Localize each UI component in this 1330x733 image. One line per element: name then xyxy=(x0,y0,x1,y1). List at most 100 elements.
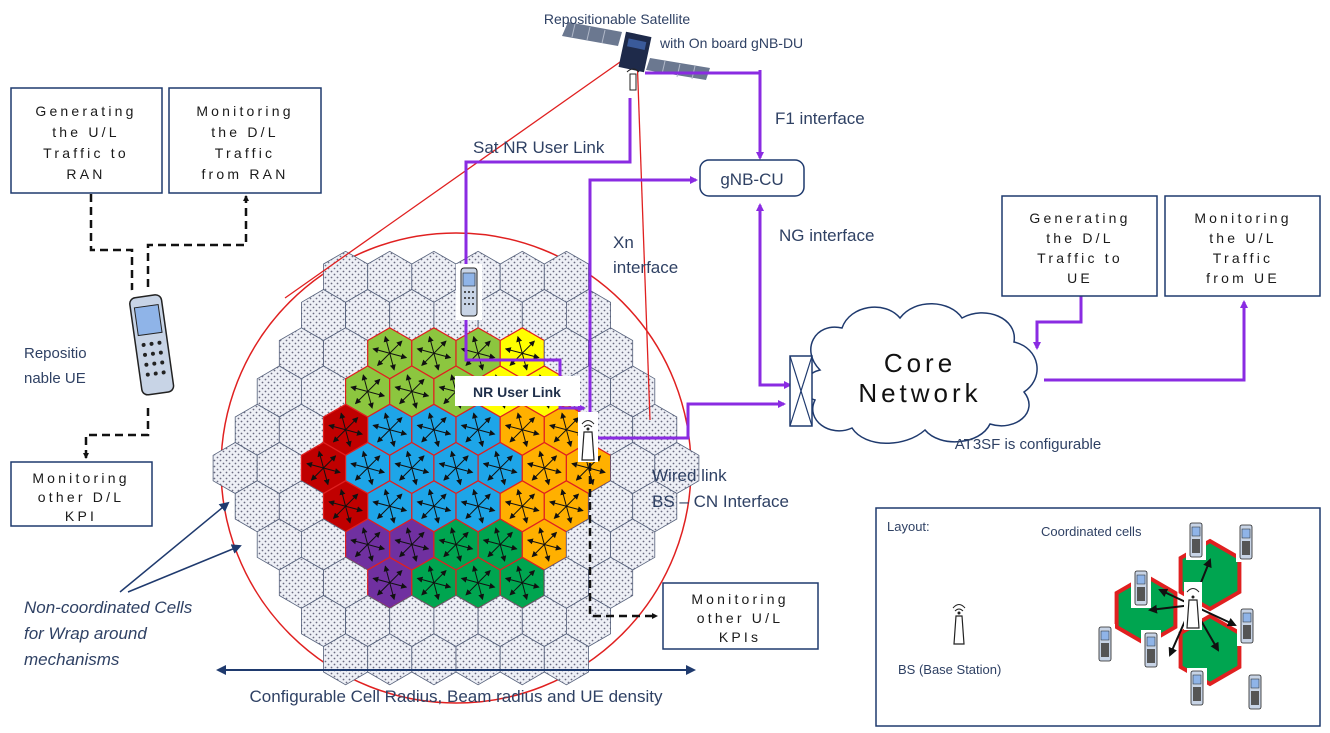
beam-arrow xyxy=(345,505,363,513)
beam-arrow xyxy=(477,582,496,589)
beam-arrow xyxy=(560,412,567,430)
beam-arrow xyxy=(394,461,412,469)
legend-phone-icon-6 xyxy=(1187,668,1207,708)
beam-arrow xyxy=(354,467,369,481)
box-text-mon-other-ul-0: Monitoring xyxy=(691,591,788,607)
beam-arrow xyxy=(477,416,491,431)
box-text-mon-other-dl-0: Monitoring xyxy=(32,470,129,486)
beam-arrow xyxy=(372,500,390,507)
beam-arrow xyxy=(509,505,523,520)
beam-arrow xyxy=(516,412,523,430)
beam-arrow xyxy=(504,347,523,354)
beam-arrow xyxy=(433,505,452,513)
beam-arrow xyxy=(376,352,391,367)
beam-arrow xyxy=(472,565,479,583)
gnb-cu-box xyxy=(699,159,805,197)
beam-arrow xyxy=(482,538,501,545)
beam-arrow xyxy=(372,423,390,431)
beam-arrow xyxy=(531,467,545,481)
satellite-subtitle: with On board gNB-DU xyxy=(659,35,803,51)
beam-arrow xyxy=(361,374,369,392)
beam-arrow xyxy=(367,544,386,551)
beam-arrow xyxy=(521,340,536,354)
box-text-mon-dl-0: Monitoring xyxy=(196,103,293,119)
core-network-cloud xyxy=(802,303,1038,444)
bottom-caption: Configurable Cell Radius, Beam radius an… xyxy=(250,687,663,706)
non-coordinated-line-2: for Wrap around xyxy=(24,624,147,643)
sat-nr-user-link xyxy=(464,98,632,265)
beam-arrow xyxy=(526,538,545,545)
beam-arrow xyxy=(472,412,479,430)
ue-label-2: nable UE xyxy=(24,370,86,387)
beam-arrow xyxy=(455,544,463,562)
beam-arrow xyxy=(394,538,412,545)
beam-arrow xyxy=(367,531,381,545)
beam-arrow xyxy=(411,544,418,562)
box-text-mon-other-dl-1: other D/L xyxy=(38,489,124,505)
beam-arrow xyxy=(427,335,435,354)
legend-phone-icon-1 xyxy=(1236,522,1256,562)
generating-ul-traffic-box xyxy=(10,87,163,194)
beam-arrow xyxy=(500,544,518,551)
beam-arrow xyxy=(416,576,435,584)
beam-arrow xyxy=(389,340,403,354)
beam-arrow xyxy=(522,429,540,436)
beam-arrow xyxy=(477,429,485,448)
beam-arrow xyxy=(399,391,413,405)
beam-arrow xyxy=(449,450,457,469)
non-coord-arrow-1 xyxy=(119,501,230,593)
nr-user-link-label: NR User Link xyxy=(473,384,561,400)
legend-layout-label: Layout: xyxy=(887,519,930,534)
beam-arrow xyxy=(504,500,523,507)
beam-arrow xyxy=(361,450,369,469)
beam-arrow xyxy=(416,423,435,431)
box-text-gen-ul-1: the U/L xyxy=(52,124,120,140)
box-text-gen-ul-3: RAN xyxy=(66,166,105,182)
beam-arrow xyxy=(477,506,485,524)
beam-arrow xyxy=(433,353,440,371)
non-coordinated-line-3: mechanisms xyxy=(24,650,120,669)
beam-arrow xyxy=(571,461,589,469)
beam-arrow xyxy=(465,429,479,443)
beam-arrow xyxy=(521,582,529,601)
beam-arrow xyxy=(460,500,479,507)
xn-label-1: Xn xyxy=(613,233,634,252)
beam-arrow xyxy=(323,467,330,486)
beam-arrow xyxy=(350,538,368,545)
beam-arrow xyxy=(544,467,562,475)
beam-arrow xyxy=(472,488,479,507)
beam-arrow xyxy=(427,565,435,583)
box-text-gen-dl-0: Generating xyxy=(1029,210,1130,226)
beam-arrow xyxy=(477,569,491,584)
beam-arrow xyxy=(421,352,435,367)
beam-arrow xyxy=(566,505,584,513)
beam-arrow xyxy=(405,527,413,545)
beam-arrow xyxy=(477,429,496,436)
box-text-mon-ul-3: from UE xyxy=(1206,270,1280,286)
beam-arrow xyxy=(521,493,536,507)
box-text-gen-dl-1: the D/L xyxy=(1046,230,1114,246)
beam-arrow xyxy=(405,450,413,469)
ue-label-1: Repositio xyxy=(24,345,87,362)
beam-arrow xyxy=(411,455,425,469)
beam-arrow xyxy=(438,538,457,545)
beam-arrow xyxy=(449,527,457,545)
beam-arrow xyxy=(565,429,573,448)
beam-arrow xyxy=(339,412,347,430)
beam-arrow xyxy=(383,565,391,583)
beam-arrow xyxy=(443,391,457,405)
beam-arrow xyxy=(472,335,479,354)
beam-arrow xyxy=(367,378,381,392)
beam-arrow xyxy=(522,352,540,360)
ul-traffic-link xyxy=(1044,300,1248,382)
beam-arrow xyxy=(509,582,523,596)
legend-phone-icon-3 xyxy=(1095,624,1115,664)
beam-arrow xyxy=(433,429,452,436)
beam-arrow xyxy=(389,352,408,360)
box-text-gen-ul-0: Generating xyxy=(35,103,136,119)
beam-arrow xyxy=(345,429,352,448)
beam-arrow xyxy=(433,582,452,589)
beam-arrow xyxy=(389,416,403,431)
beam-arrow xyxy=(383,335,391,354)
beam-arrow xyxy=(443,544,457,558)
